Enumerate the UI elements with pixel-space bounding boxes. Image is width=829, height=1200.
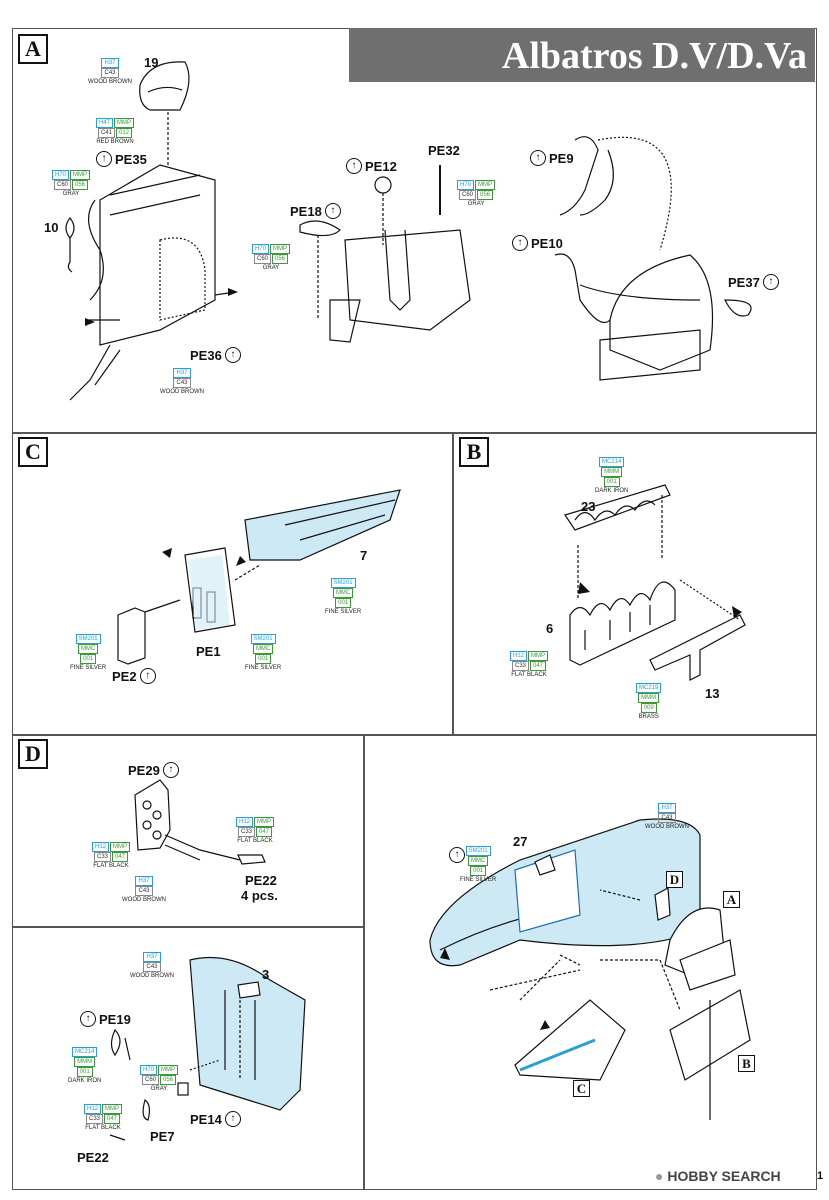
pe18-label: PE18↑ xyxy=(290,203,341,219)
paint-callout-h37: H37 C43 WOOD BROWN xyxy=(122,876,166,903)
watermark: ● HOBBY SEARCH xyxy=(655,1168,781,1184)
pe2-label: PE2↑ xyxy=(112,668,156,684)
part-19-label: 19 xyxy=(144,55,159,70)
paint-callout-mc214: MC214 MMM 001 DARK IRON xyxy=(595,457,629,494)
pe9-label: ↑PE9 xyxy=(530,150,574,166)
title-bar: Albatros D.V/D.Va xyxy=(349,28,815,82)
assembly-label-c: C xyxy=(573,1080,590,1097)
paint-callout-sm201: SM201 MMC 001 FINE SILVER xyxy=(70,634,107,671)
pe1-label: PE1 xyxy=(196,644,221,659)
ring-10-drawing xyxy=(65,217,75,273)
part-13-drawing xyxy=(649,614,746,681)
seat-19-drawing xyxy=(139,61,190,111)
section-label-b: B xyxy=(459,437,489,467)
paint-callout-sm201: SM201 MMC 001 FINE SILVER xyxy=(325,578,362,615)
paint-callout-mc214: MC214 MMM 001 DARK IRON xyxy=(68,1047,102,1084)
fold-up-icon: ↑ xyxy=(449,847,465,863)
pe7-label: PE7 xyxy=(150,1129,175,1144)
fold-up-icon: ↑ xyxy=(224,347,241,363)
paint-callout-h37: H37 C43 WOOD BROWN xyxy=(88,58,132,85)
cockpit-frame-left xyxy=(99,164,216,346)
pe36-label: PE36↑ xyxy=(190,347,241,363)
fold-up-icon: ↑ xyxy=(80,1011,96,1027)
fold-up-icon: ↑ xyxy=(346,158,362,174)
section-label-d: D xyxy=(18,739,48,769)
part-6-label: 6 xyxy=(546,621,554,636)
part-3-label: 3 xyxy=(262,967,270,982)
part-6-drawing xyxy=(569,581,676,666)
pe2-drawing xyxy=(117,607,146,665)
cockpit-floor-middle xyxy=(344,229,471,331)
fold-up-icon: ↑ xyxy=(162,762,179,778)
pe22-qty-label: 4 pcs. xyxy=(241,888,278,903)
paint-callout-mc219: MC219 MMM 009 BRASS xyxy=(636,683,662,721)
panel-c xyxy=(12,433,453,735)
pe14-label: PE14↑ xyxy=(190,1111,241,1127)
fold-up-icon: ↑ xyxy=(512,235,528,251)
part-27-label: 27 xyxy=(513,834,528,849)
assembly-label-d: D xyxy=(666,871,683,888)
paint-callout-h37: H37 C43 WOOD BROWN xyxy=(130,952,174,979)
pe19-label: ↑PE19 xyxy=(80,1011,131,1027)
part-3-drawing xyxy=(189,956,306,1111)
section-label-a: A xyxy=(18,34,48,64)
panel-d xyxy=(12,735,364,927)
assembly-label-b: B xyxy=(738,1055,755,1072)
page-number: 1 xyxy=(817,1170,824,1182)
pe22-drawing xyxy=(237,854,266,865)
paint-callout-sm201: SM201 MMC 001 FINE SILVER xyxy=(245,634,282,671)
pe32-label: PE32 xyxy=(428,143,460,158)
part-23-label: 23 xyxy=(581,499,596,514)
pe12-label: ↑PE12 xyxy=(346,158,397,174)
watermark-icon: ● xyxy=(655,1168,664,1184)
fold-up-icon: ↑ xyxy=(224,1111,241,1127)
panel-assembly xyxy=(364,735,817,1190)
part-23-drawing xyxy=(564,484,671,531)
pe29-label: PE29↑ xyxy=(128,762,179,778)
pe10-label: ↑PE10 xyxy=(512,235,563,251)
part-13-label: 13 xyxy=(705,686,720,701)
panel-d-detail xyxy=(12,927,364,1190)
paint-callout-h37: H37 C43 WOOD BROWN xyxy=(160,368,204,395)
fold-up-icon: ↑ xyxy=(762,274,779,290)
fold-up-icon: ↑ xyxy=(530,150,546,166)
pe22-label-detail: PE22 xyxy=(77,1150,109,1165)
fold-up-icon: ↑ xyxy=(139,668,156,684)
pe37-label: PE37↑ xyxy=(728,274,779,290)
fold-up-icon: ↑ xyxy=(96,151,112,167)
paint-callout-h37: H37 C43 WOOD BROWN xyxy=(645,803,689,830)
part-7-drawing xyxy=(244,489,401,561)
floor-assembly xyxy=(514,999,626,1081)
part-7-label: 7 xyxy=(360,548,368,563)
section-label-c: C xyxy=(18,437,48,467)
paint-callout-sm201: SM201 MMC 001 FINE SILVER xyxy=(460,846,497,883)
pe35-label: ↑PE35 xyxy=(96,151,147,167)
part-10-label: 10 xyxy=(44,220,59,235)
panel-b xyxy=(453,433,817,735)
page-title: Albatros D.V/D.Va xyxy=(501,35,807,77)
assembly-label-a: A xyxy=(723,891,740,908)
seat-with-belts xyxy=(609,254,714,371)
fold-up-icon: ↑ xyxy=(324,203,341,219)
pe22-label-d: PE22 xyxy=(245,873,277,888)
